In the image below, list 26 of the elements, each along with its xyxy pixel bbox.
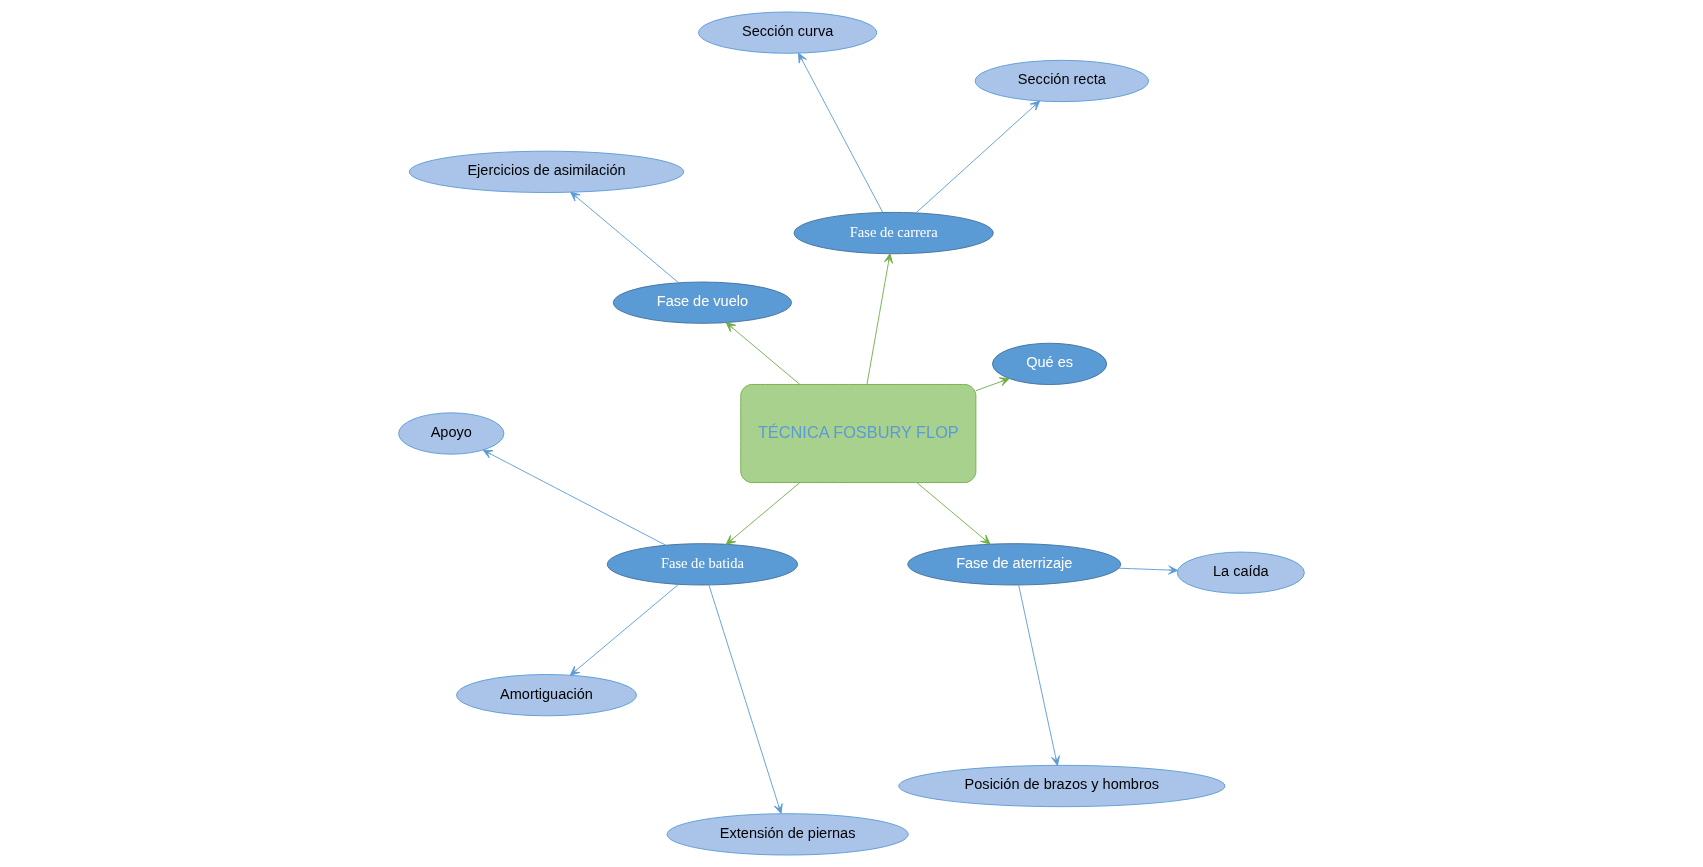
arrow: [482, 449, 667, 546]
arrow: [915, 100, 1041, 214]
arrow: [916, 482, 991, 545]
arrow: [725, 322, 801, 385]
arrow: [569, 584, 679, 676]
arrow: [866, 253, 893, 385]
node-ellipse: Fase de batida: [606, 543, 798, 586]
arrow: [1018, 584, 1060, 766]
arrow: [725, 482, 801, 545]
node-ellipse: Sección curva: [698, 11, 878, 54]
node-ellipse: La caída: [1176, 551, 1305, 594]
node-ellipse: Apoyo: [398, 412, 505, 455]
node-ellipse: Ejercicios de asimilación: [408, 150, 685, 193]
arrow: [708, 584, 783, 814]
node-ellipse: Amortiguación: [456, 674, 637, 717]
node-ellipse: Sección recta: [974, 59, 1149, 103]
arrow: [798, 52, 884, 213]
node-ellipse: Fase de vuelo: [612, 281, 792, 324]
node-ellipse: Extensión de piernas: [666, 813, 909, 856]
node-ellipse: Posición de brazos y hombros: [898, 764, 1226, 808]
arrow: [1118, 565, 1179, 575]
node-box: TÉCNICA FOSBURY FLOP: [740, 384, 977, 483]
node-ellipse: Fase de carrera: [793, 211, 994, 255]
arrow: [570, 191, 680, 284]
arrow: [975, 377, 1010, 392]
node-ellipse: Fase de aterrizaje: [907, 543, 1122, 586]
